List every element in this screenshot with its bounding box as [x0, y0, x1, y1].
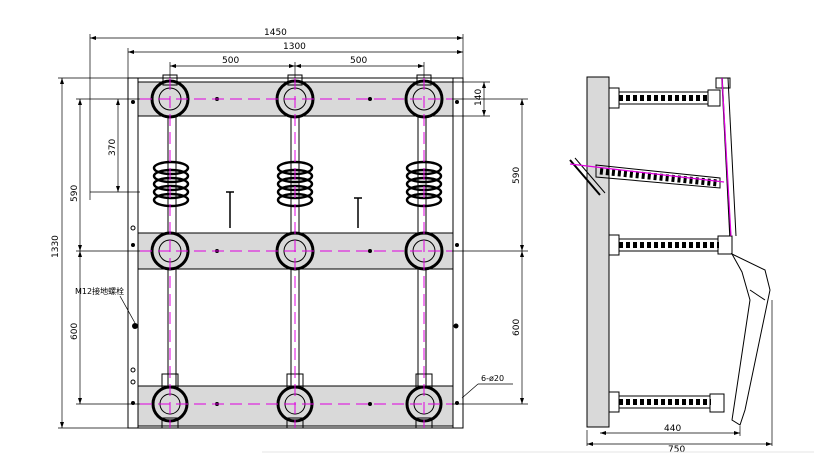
- dim-1450: 1450: [264, 28, 287, 38]
- hole-label: 6-ø20: [481, 374, 504, 383]
- dim-600-left: 600: [70, 323, 80, 340]
- side-view: [569, 76, 771, 428]
- dim-590-right: 590: [512, 167, 522, 184]
- disc-stack-left: [152, 160, 190, 208]
- arrowheads: [60, 36, 524, 428]
- side-lower-bracket: [730, 252, 771, 426]
- dim-370: 370: [108, 139, 118, 156]
- dim-590-left: 590: [70, 185, 80, 202]
- centerlines: [140, 78, 452, 428]
- dim-440: 440: [664, 424, 681, 434]
- side-dimensions: [586, 300, 773, 446]
- operating-rods: [226, 191, 362, 228]
- dim-140: 140: [474, 89, 484, 106]
- side-tilted-insulator: [569, 157, 721, 196]
- mounting-holes: [131, 97, 459, 406]
- lower-rail-holes: [130, 225, 136, 385]
- front-dimensions: [58, 34, 528, 429]
- dim-1300: 1300: [283, 42, 306, 52]
- side-arrowheads: [587, 431, 772, 446]
- side-bottom-insulator: [608, 391, 725, 413]
- side-middle-insulator: [608, 234, 733, 256]
- dim-750: 750: [668, 445, 685, 455]
- side-back-plate: [586, 76, 610, 428]
- ground-bolt-label: M12接地螺栓: [75, 286, 124, 296]
- side-centerlines: [569, 77, 732, 237]
- side-upper-insulator: [608, 87, 721, 109]
- dim-1330: 1330: [51, 235, 61, 258]
- dim-600-right: 600: [512, 319, 522, 336]
- dim-500-left: 500: [222, 56, 239, 66]
- dim-500-right: 500: [350, 56, 367, 66]
